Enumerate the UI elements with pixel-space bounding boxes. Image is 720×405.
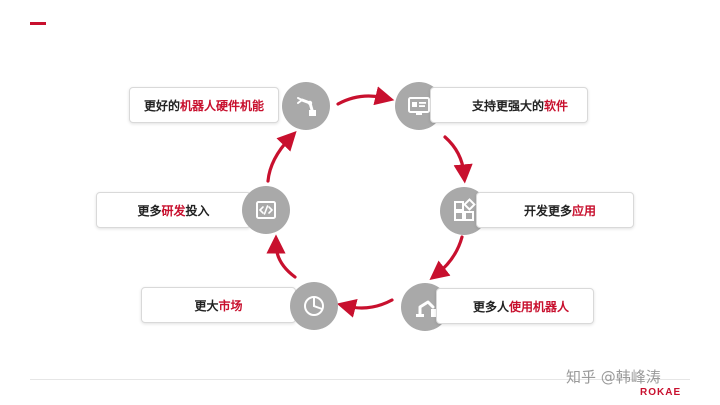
node-label-5-highlight: 市场 [218, 298, 243, 313]
node-label-6-highlight: 研发 [161, 203, 186, 218]
node-label-3-highlight: 应用 [572, 203, 597, 218]
node-label-4-highlight: 使用机器人 [509, 299, 570, 314]
arrow-6 [266, 131, 297, 183]
arrow-4 [336, 298, 394, 318]
node-label-2-highlight: 软件 [544, 98, 569, 113]
arrow-5 [266, 234, 297, 279]
node-label-6-suffix: 投入 [185, 203, 210, 218]
node-card-4: 更多人使用机器人 [436, 288, 594, 324]
code-icon [242, 186, 290, 234]
node-card-5: 更大市场 [141, 287, 296, 323]
node-label-2-prefix: 支持更强大的 [471, 98, 544, 113]
arrow-3 [429, 235, 464, 280]
rokae-logo: ROKAE [640, 387, 682, 398]
node-label-4-prefix: 更多人 [472, 299, 509, 314]
node-label-1-highlight: 机器人硬件机能 [180, 98, 265, 113]
node-card-3: 开发更多应用 [476, 192, 634, 228]
robot-arm-icon [282, 82, 330, 130]
footer-divider [30, 379, 690, 380]
node-card-1: 更好的机器人硬件机能 [129, 87, 279, 123]
node-label-1-prefix: 更好的 [144, 98, 181, 113]
node-label-6-prefix: 更多 [137, 203, 162, 218]
pie-chart-icon [290, 282, 338, 330]
arrow-1 [336, 86, 395, 106]
accent-bar [30, 22, 46, 25]
arrow-2 [443, 135, 473, 184]
watermark: 知乎 @韩峰涛 [566, 368, 661, 386]
node-card-6: 更多研发投入 [96, 192, 251, 228]
node-label-3-prefix: 开发更多 [523, 203, 572, 218]
node-card-2: 支持更强大的软件 [430, 87, 588, 123]
node-label-5-prefix: 更大 [194, 298, 219, 313]
